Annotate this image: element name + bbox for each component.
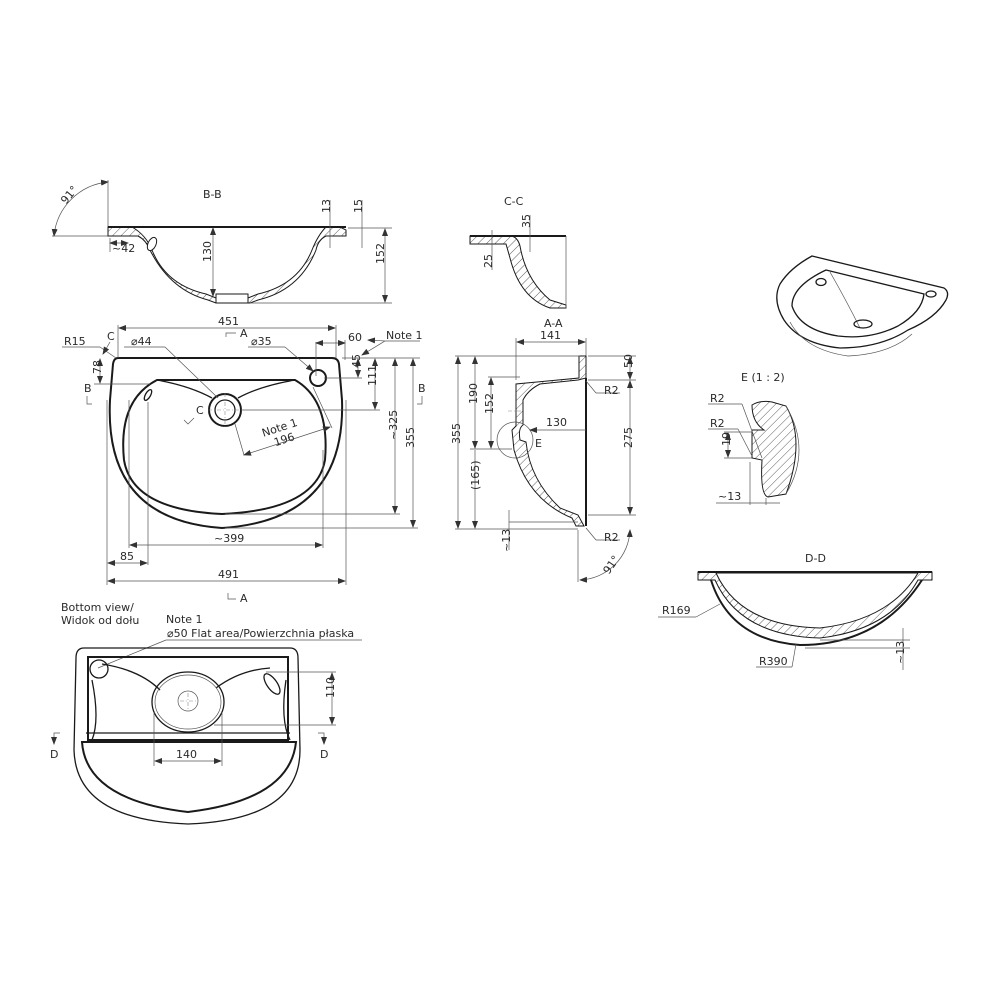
top-left-85: 85	[120, 550, 134, 563]
bb-angle-label: 91°	[58, 183, 80, 206]
detail-e-h19: 19	[720, 432, 733, 446]
bottom-view: Bottom view/ Widok od dołu Note 1 ⌀50 Fl…	[50, 601, 362, 825]
section-bb-view: B-B 91° 130 ~42 13 15 152	[51, 179, 392, 304]
top-rim-78: 78	[91, 360, 104, 374]
detail-e-r-mid: R2	[710, 417, 725, 430]
aa-h190: 190	[467, 383, 480, 404]
aa-h165: (165)	[469, 460, 482, 490]
bb-height-152: 152	[374, 243, 387, 264]
top-section-a-label: A	[240, 327, 248, 340]
detail-e-w13: ~13	[718, 490, 741, 503]
top-section-a-bottom: A	[240, 592, 248, 605]
top-section-b-left: B	[84, 382, 92, 395]
dd-radius-169: R169	[662, 604, 691, 617]
bottom-note-text: ⌀50 Flat area/Powierzchnia płaska	[167, 627, 354, 640]
isometric-view	[776, 255, 949, 357]
bottom-view-title-2: Widok od dołu	[61, 614, 139, 627]
bb-overhang-42: ~42	[112, 242, 135, 255]
section-aa-view: A-A 141 E 50 R2 275 130 355 190 152	[450, 317, 636, 583]
top-width-451: 451	[218, 315, 239, 328]
top-drain-depth-111: 111	[366, 365, 379, 386]
top-offset-60: 60	[348, 331, 362, 344]
detail-e-view: E (1 : 2) R2 R2 19 ~13	[708, 371, 800, 505]
top-tap-depth-45: 45	[350, 354, 363, 368]
top-section-c-mark: C	[196, 404, 204, 417]
aa-bottom-13: ~13	[500, 529, 513, 552]
bottom-w140: 140	[176, 748, 197, 761]
cc-dim-35: 35	[520, 214, 533, 228]
section-cc-view: C-C 35 25	[469, 195, 567, 309]
cc-dim-25: 25	[482, 254, 495, 268]
bottom-view-title-1: Bottom view/	[61, 601, 134, 614]
section-dd-label: D-D	[805, 552, 826, 565]
top-total-width-491: 491	[218, 568, 239, 581]
bottom-h110: 110	[324, 677, 337, 698]
bb-thk-13: 13	[320, 199, 333, 213]
top-section-c-label: C	[107, 330, 115, 343]
bottom-section-d-left: D	[50, 748, 58, 761]
bb-thk-15: 15	[352, 199, 365, 213]
aa-detail-e: E	[535, 437, 542, 450]
dd-thk-13: ~13	[894, 641, 907, 664]
aa-top-50: 50	[622, 354, 635, 368]
aa-width-141: 141	[540, 329, 561, 342]
aa-total-355: 355	[450, 423, 463, 444]
aa-radius-top: R2	[604, 384, 619, 397]
top-tap-dia: ⌀35	[251, 335, 272, 348]
section-dd-view: D-D R169 R390 ~13	[658, 552, 933, 670]
top-diag-196: 196	[272, 430, 296, 449]
top-inner-depth-325: ~325	[387, 410, 400, 440]
aa-radius-bottom: R2	[604, 531, 619, 544]
aa-h152: 152	[483, 393, 496, 414]
section-bb-label: B-B	[203, 188, 222, 201]
aa-h275: 275	[622, 427, 635, 448]
section-aa-label: A-A	[544, 317, 563, 330]
top-view: 451 R15 C ⌀44 A ⌀35 60 Note 1 45 1	[62, 315, 426, 605]
dd-radius-390: R390	[759, 655, 788, 668]
bb-depth-130: 130	[201, 241, 214, 262]
bottom-note-1: Note 1	[166, 613, 203, 626]
section-cc-label: C-C	[504, 195, 524, 208]
top-section-b-right: B	[418, 382, 426, 395]
top-total-depth-355: 355	[404, 427, 417, 448]
detail-e-label: E (1 : 2)	[741, 371, 785, 384]
top-note-1: Note 1	[386, 329, 423, 342]
top-radius-r15: R15	[64, 335, 86, 348]
top-inner-width-399: ~399	[214, 532, 244, 545]
detail-e-r-top: R2	[710, 392, 725, 405]
aa-depth-130: 130	[546, 416, 567, 429]
bottom-section-d-right: D	[320, 748, 328, 761]
top-drain-dia: ⌀44	[131, 335, 152, 348]
